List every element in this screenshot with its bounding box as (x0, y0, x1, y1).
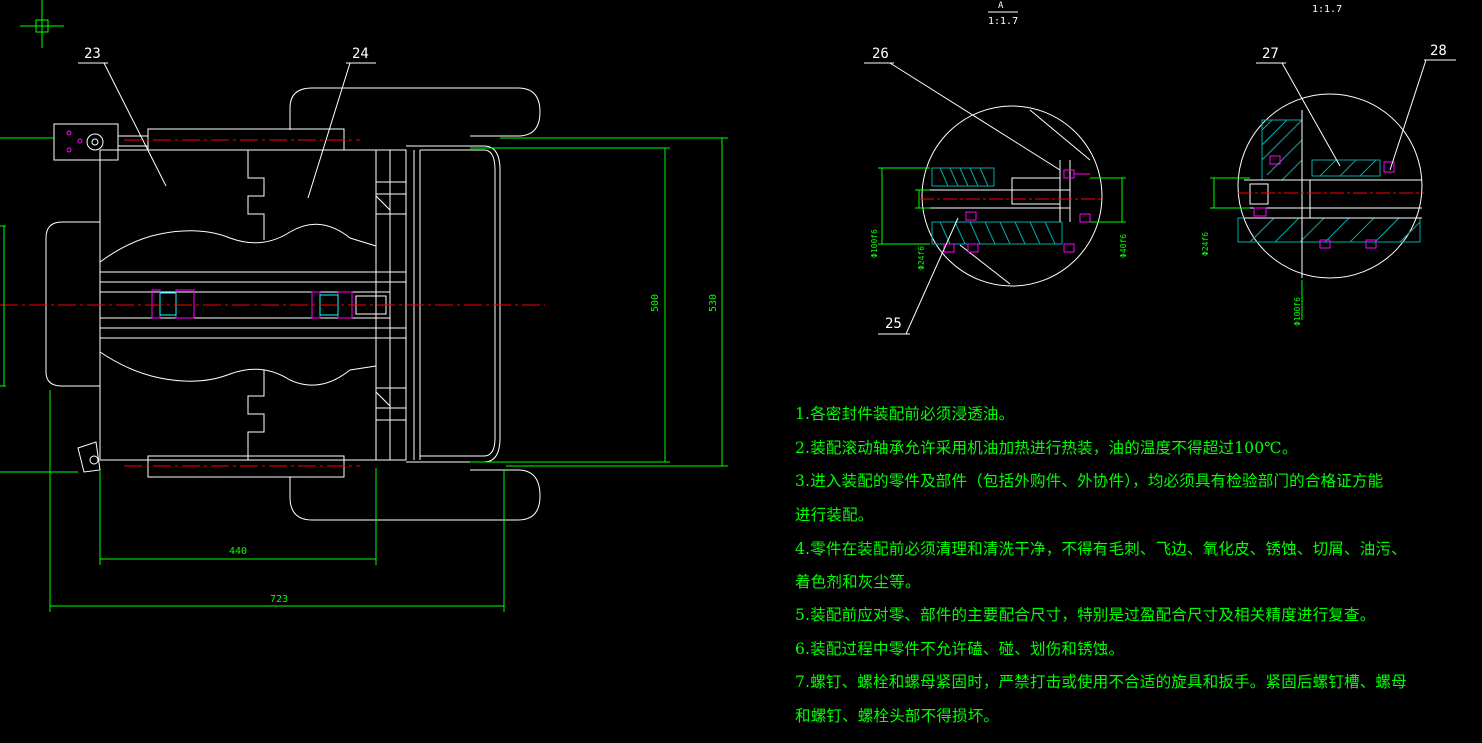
balloon-24: 24 (352, 46, 369, 62)
balloon-25: 25 (885, 316, 902, 332)
crosshair-cursor (20, 0, 64, 48)
note-line-5: 4.零件在装配前必须清理和清洗干净，不得有毛刺、飞边、氧化皮、锈蚀、切屑、油污、 (795, 540, 1407, 558)
fit-b-left: Φ24f6 (1201, 232, 1210, 256)
leaders-detail-a (864, 62, 1061, 335)
dim-500: 500 (650, 294, 661, 312)
balloon-28: 28 (1430, 43, 1447, 59)
note-line-7: 5.装配前应对零、部件的主要配合尺寸，特别是过盈配合尺寸及相关精度进行复查。 (795, 606, 1376, 624)
balloon-27: 27 (1262, 46, 1279, 62)
fit-a-left2: Φ24f6 (917, 246, 926, 270)
note-line-1: 1.各密封件装配前必须浸透油。 (795, 405, 1015, 423)
note-line-3: 3.进入装配的零件及部件（包括外购件、外协件），均必须具有检验部门的合格证方能 (795, 472, 1384, 490)
fit-a-right: Φ40f6 (1119, 234, 1128, 258)
main-view-details (0, 130, 545, 467)
detail-b-dims (1210, 177, 1303, 320)
balloon-23: 23 (84, 46, 101, 62)
detail-a (920, 105, 1104, 287)
main-view (45, 87, 541, 521)
main-view-dimensions (0, 137, 728, 612)
dim-440: 440 (229, 546, 247, 557)
fit-b-bottom: Φ100f6 (1293, 297, 1302, 326)
fit-a-left1: Φ100f6 (870, 229, 879, 258)
dim-530: 530 (708, 294, 719, 312)
detail-a-scale: 1:1.7 (988, 16, 1018, 27)
dim-723: 723 (270, 594, 288, 605)
note-line-4: 进行装配。 (795, 506, 874, 524)
note-line-9: 7.螺钉、螺栓和螺母紧固时，严禁打击或使用不合适的旋具和扳手。紧固后螺钉槽、螺母 (795, 673, 1407, 691)
detail-b (1237, 93, 1424, 279)
detail-a-dims (878, 167, 1126, 245)
note-line-6: 着色剂和灰尘等。 (795, 573, 921, 591)
balloon-26: 26 (872, 46, 889, 62)
note-line-8: 6.装配过程中零件不允许磕、碰、划伤和锈蚀。 (795, 640, 1125, 658)
detail-b-scale: 1:1.7 (1312, 4, 1342, 15)
leaders-main (78, 62, 376, 199)
detail-a-label: A (998, 1, 1004, 11)
note-line-2: 2.装配滚动轴承允许采用机油加热进行热装，油的温度不得超过100℃。 (795, 439, 1298, 457)
leaders-detail-b (1256, 59, 1456, 171)
note-line-10: 和螺钉、螺栓头部不得损坏。 (795, 707, 1000, 725)
